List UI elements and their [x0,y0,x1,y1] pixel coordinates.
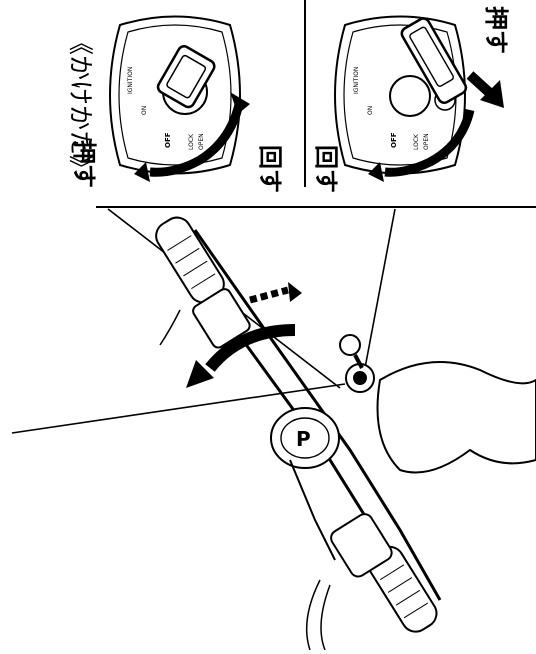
manual-title: 《かけかた》 [66,30,95,180]
svg-text:P: P [296,427,311,451]
label-turn-right: 回す [312,145,340,193]
dashed-arrow-icon [249,282,302,304]
svg-text:LOCK: LOCK [413,133,420,150]
inset-frame [96,0,536,208]
svg-text:ON: ON [141,106,148,115]
svg-text:OFF: OFF [390,132,398,148]
label-turn-left: 回す [256,145,284,193]
svg-text:OFF: OFF [164,132,172,148]
handlebar-illustration: P [155,216,536,651]
turn-arrow-icon [186,324,296,388]
key-switch-diagram-right: ON IGNITION OFF LOCK OPEN [334,15,504,182]
svg-text:OPEN: OPEN [423,133,430,150]
svg-text:LOCK: LOCK [188,133,195,150]
svg-text:OPEN: OPEN [198,133,205,150]
title-group: 《かけかた》 [66,30,95,180]
key-switch-diagram-left: ON IGNITION OFF LOCK OPEN [109,15,250,182]
svg-text:IGNITION: IGNITION [353,67,360,94]
label-push-right: 押す [482,6,510,54]
svg-text:ON: ON [367,106,374,115]
label-push-left: 押す [70,140,98,188]
svg-text:IGNITION: IGNITION [127,67,134,94]
